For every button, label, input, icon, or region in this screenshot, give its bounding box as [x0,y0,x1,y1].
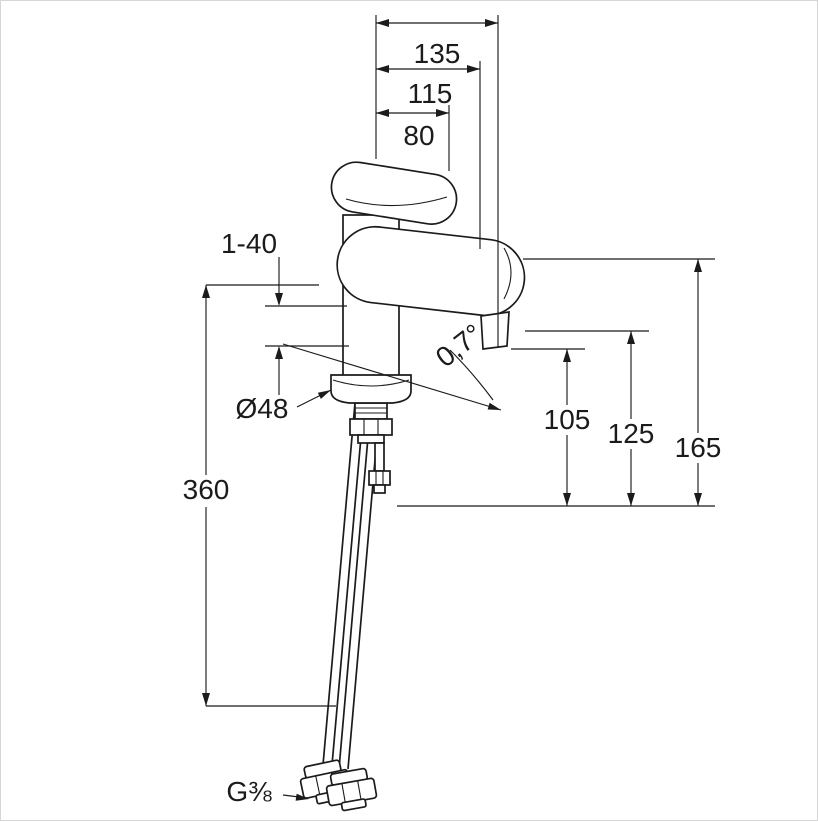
hose-line [322,402,356,766]
arrowhead [467,65,480,73]
supply-hoses [322,402,381,770]
dim-label-125: 125 [608,418,655,449]
mounting-shank [354,402,388,420]
dim-label-135: 135 [414,38,461,69]
stud-nut [368,470,391,486]
arrowhead [202,285,210,298]
dimension-height-165: 165 [523,258,723,506]
faucet-drawing [299,161,526,812]
label-backing [606,419,656,449]
base-outline [330,374,412,404]
arrowhead [376,65,389,73]
arrowhead [436,109,449,117]
arrowhead [694,259,702,272]
stud-tip [373,484,386,494]
hose-line [331,402,365,766]
arrowhead [487,402,501,410]
dim-label-80: 80 [403,120,434,151]
arrowhead [275,346,283,359]
mounting-stud [374,442,385,472]
label-backing [180,475,232,507]
arrowhead [376,19,389,27]
arrowhead [317,390,331,399]
arrowhead [485,19,498,27]
lever-edge [345,196,448,207]
hose-line [338,402,372,770]
lever-outline [330,161,458,225]
base-edge [332,379,410,387]
arrowhead [376,109,389,117]
dimension-reach-135: 135 [376,15,499,347]
dim-label-diameter-48: Ø48 [236,393,289,424]
dim-label-360: 360 [183,474,230,505]
arrowhead [275,293,283,306]
nut-facet [315,775,321,796]
dimension-length-360: 360 [180,284,336,707]
dim-label-1-40: 1-40 [221,228,277,259]
arrowhead [295,793,309,801]
dimension-mounting-range: 1-40 [221,228,349,395]
label-backing [673,433,723,463]
dim-label-165: 165 [675,432,722,463]
dim-label-115: 115 [408,78,453,109]
dim-label-thread: G⅜ [226,776,272,807]
mounting-nut [349,418,393,436]
dimension-reach-115: 115 [376,61,481,249]
dimension-height-105: 105 [511,348,592,506]
nut-facet [341,783,346,804]
faucet-base [330,374,412,404]
dim-label-angle: 0,7° [430,318,489,373]
dimension-reach-80: 80 [376,105,450,171]
arrowhead [202,693,210,706]
mounting-hardware [349,402,393,494]
label-backing [542,405,592,435]
fitting-tip [340,798,367,812]
angle-reference-line [282,343,502,411]
arrowhead [627,493,635,506]
mounting-collar [357,434,385,444]
angle-arc [449,349,494,401]
arrowhead [563,493,571,506]
dimension-connection-thread: G⅜ [226,776,309,807]
dim-label-105: 105 [544,404,591,435]
dimension-base-diameter: Ø48 [236,389,332,424]
spout-tip-edge [503,247,512,300]
spout-outline [336,225,526,317]
faucet-lever [330,161,458,225]
hose-fitting-right [325,767,378,812]
arrowhead [563,349,571,362]
dimension-height-125: 125 [525,330,656,506]
faucet-aerator [480,311,510,350]
nut-facet [357,780,362,801]
arrowhead [694,493,702,506]
arrowhead [627,331,635,344]
faucet-spout [336,225,526,317]
